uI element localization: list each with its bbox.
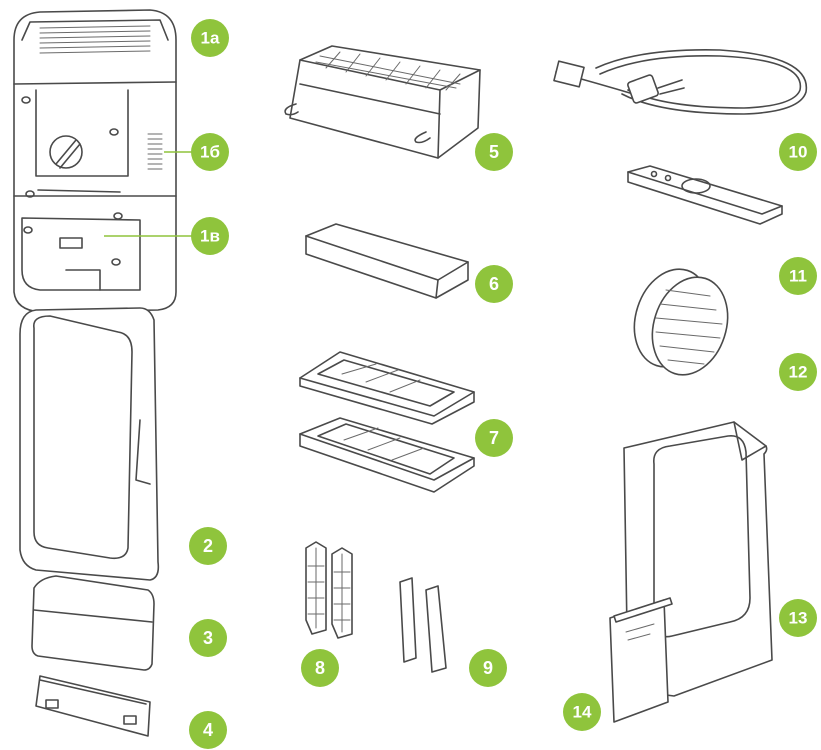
foam-spacers-icon <box>400 578 446 672</box>
svg-text:4: 4 <box>203 720 213 740</box>
badge-1v: 1в <box>191 217 229 255</box>
svg-text:1а: 1а <box>201 29 220 48</box>
badge-1b: 1б <box>191 133 229 171</box>
svg-text:1в: 1в <box>200 227 220 246</box>
filter-cartridge-icon <box>285 46 480 158</box>
badge-5: 5 <box>475 133 513 171</box>
badge-13: 13 <box>779 599 817 637</box>
svg-text:5: 5 <box>489 142 499 162</box>
badge-9: 9 <box>469 649 507 687</box>
filter-frames-icon <box>300 352 474 492</box>
remote-control-icon <box>628 166 782 224</box>
badge-14: 14 <box>563 693 601 731</box>
svg-text:10: 10 <box>789 143 808 162</box>
badge-3: 3 <box>189 619 227 657</box>
svg-text:1б: 1б <box>200 143 220 162</box>
svg-text:9: 9 <box>483 658 493 678</box>
badge-8: 8 <box>301 649 339 687</box>
power-cord-icon <box>554 50 806 114</box>
wall-anchors-icon <box>306 542 352 638</box>
svg-text:7: 7 <box>489 428 499 448</box>
svg-text:12: 12 <box>789 363 808 382</box>
user-manual-icon <box>610 598 672 722</box>
badge-11: 11 <box>779 257 817 295</box>
svg-text:2: 2 <box>203 536 213 556</box>
front-panel-icon <box>20 308 158 580</box>
badge-10: 10 <box>779 133 817 171</box>
bottom-grille-icon <box>36 676 150 736</box>
badge-12: 12 <box>779 353 817 391</box>
top-cover-icon <box>32 576 154 670</box>
svg-text:13: 13 <box>789 609 808 628</box>
svg-text:14: 14 <box>573 703 592 722</box>
badge-2: 2 <box>189 527 227 565</box>
svg-text:6: 6 <box>489 274 499 294</box>
svg-text:3: 3 <box>203 628 213 648</box>
main-unit-icon <box>14 10 176 312</box>
badge-1a: 1а <box>191 19 229 57</box>
badge-6: 6 <box>475 265 513 303</box>
svg-text:11: 11 <box>789 267 807 286</box>
round-vent-grille-icon <box>622 259 739 384</box>
svg-text:8: 8 <box>315 658 325 678</box>
pre-filter-pad-icon <box>306 224 468 298</box>
badge-7: 7 <box>475 419 513 457</box>
badge-4: 4 <box>189 711 227 749</box>
